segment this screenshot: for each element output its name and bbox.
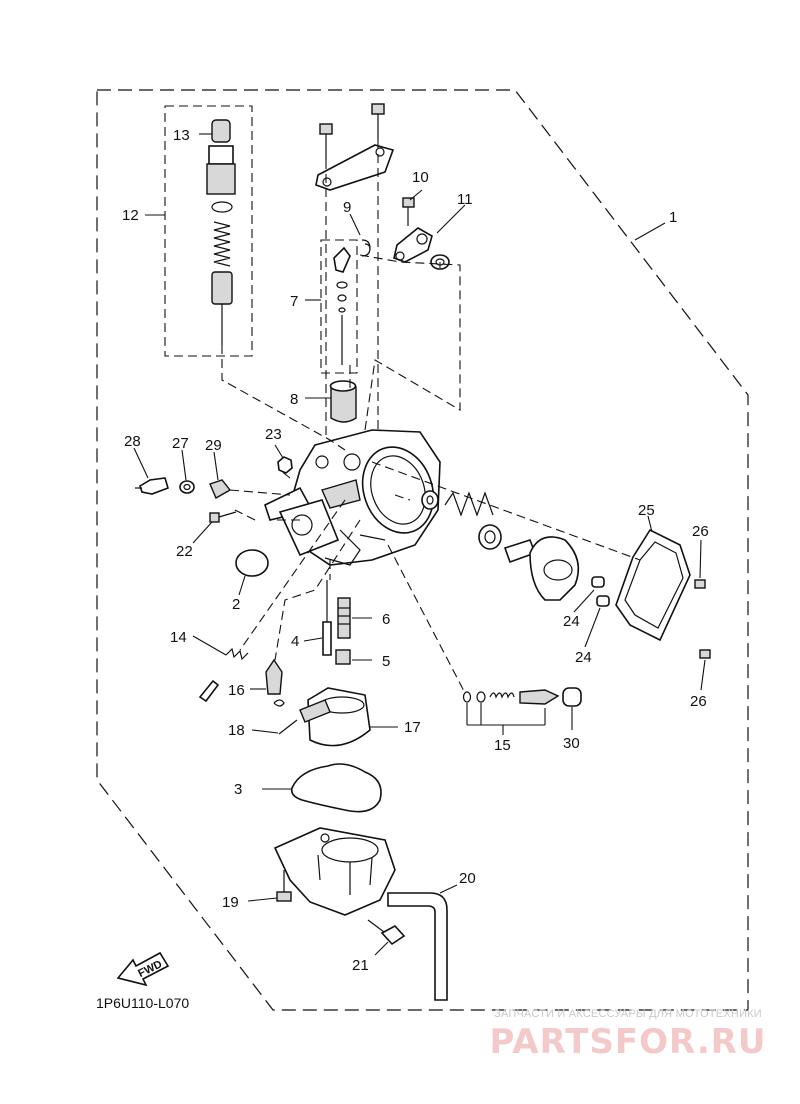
part-30-cap — [562, 687, 582, 707]
leader-lines — [133, 133, 706, 956]
part-27-washer — [179, 480, 195, 494]
callout-2: 2 — [232, 596, 240, 613]
subassembly-7-boundary — [320, 239, 358, 374]
callout-9: 9 — [343, 199, 351, 216]
part-6-pilot-jet — [337, 597, 351, 639]
part-7-jet-needle — [333, 246, 351, 365]
callout-7: 7 — [290, 293, 298, 310]
callout-15: 15 — [494, 737, 511, 754]
spring-right — [444, 491, 494, 517]
part-4-needle-jet — [322, 580, 332, 656]
part-23-nut — [277, 456, 293, 474]
part-20-drain-hose — [387, 892, 448, 1001]
throttle-drum — [503, 536, 580, 601]
part-25-cover — [615, 528, 691, 642]
part-16-float-valve — [265, 658, 285, 707]
part-2-o-ring — [235, 549, 269, 577]
callout-21: 21 — [352, 957, 369, 974]
callout-3: 3 — [234, 781, 242, 798]
spring-seat — [478, 524, 502, 550]
subassembly-12-boundary — [164, 105, 253, 357]
callout-27: 27 — [172, 435, 189, 452]
part-9-clip — [361, 239, 371, 257]
watermark-logo: PARTSFOR.RU — [489, 1022, 767, 1062]
part-18-float-pin — [278, 719, 298, 735]
part-13-cap — [211, 119, 231, 143]
part-12-starter-plunger — [206, 145, 236, 345]
fwd-label: FWD — [136, 958, 164, 980]
callout-1: 1 — [669, 209, 677, 226]
part-19-screw — [276, 870, 292, 902]
callout-20: 20 — [459, 870, 476, 887]
top-plate — [315, 103, 395, 191]
callout-29: 29 — [205, 437, 222, 454]
callout-26-b: 26 — [690, 693, 707, 710]
callout-26-a: 26 — [692, 523, 709, 540]
assembly-boundary — [96, 89, 749, 1011]
callout-14: 14 — [170, 629, 187, 646]
callout-12: 12 — [122, 207, 139, 224]
callout-18: 18 — [228, 722, 245, 739]
part-26-screws — [694, 579, 711, 659]
callout-19: 19 — [222, 894, 239, 911]
callout-5: 5 — [382, 653, 390, 670]
callout-10: 10 — [412, 169, 429, 186]
part-3-gasket — [290, 763, 382, 813]
callout-22: 22 — [176, 543, 193, 560]
callout-4: 4 — [291, 633, 299, 650]
part-21-drain-screw — [367, 919, 406, 946]
part-29-cap — [209, 479, 232, 499]
callout-11: 11 — [457, 191, 473, 208]
part-15-screw-set — [462, 689, 560, 705]
part-22-screw — [209, 511, 237, 523]
callout-16: 16 — [228, 682, 245, 699]
float-bowl — [273, 827, 396, 916]
part-5-main-jet — [335, 649, 351, 665]
callout-28: 28 — [124, 433, 141, 450]
part-17-float — [299, 687, 371, 747]
part-24-screws — [591, 576, 610, 607]
callout-6: 6 — [382, 611, 390, 628]
callout-13: 13 — [173, 127, 190, 144]
callout-labels: 1 2 3 4 5 6 7 8 9 10 11 12 13 14 15 16 1… — [122, 127, 709, 974]
callout-17: 17 — [404, 719, 421, 736]
callout-23: 23 — [265, 426, 282, 443]
callout-24-b: 24 — [575, 649, 592, 666]
part-8-piston-valve — [329, 380, 357, 423]
callout-25: 25 — [638, 502, 655, 519]
washer-right — [421, 490, 439, 510]
callout-8: 8 — [290, 391, 298, 408]
part-11-lever — [393, 227, 450, 270]
callout-30: 30 — [563, 735, 580, 752]
part-28-pilot-screw — [135, 477, 169, 495]
part-14-screw-set — [198, 647, 249, 703]
carburetor-body — [264, 429, 441, 566]
part-10-screw — [402, 197, 415, 226]
callout-24-a: 24 — [563, 613, 580, 630]
watermark: ЗАПЧАСТИ И АКСЕССУАРЫ ДЛЯ МОТОТЕХНИКИ PA… — [478, 1008, 778, 1062]
diagram-code: 1P6U110-L070 — [96, 995, 189, 1011]
fwd-arrow-icon: FWD — [116, 951, 170, 987]
watermark-caption: ЗАПЧАСТИ И АКСЕССУАРЫ ДЛЯ МОТОТЕХНИКИ — [494, 1008, 762, 1020]
